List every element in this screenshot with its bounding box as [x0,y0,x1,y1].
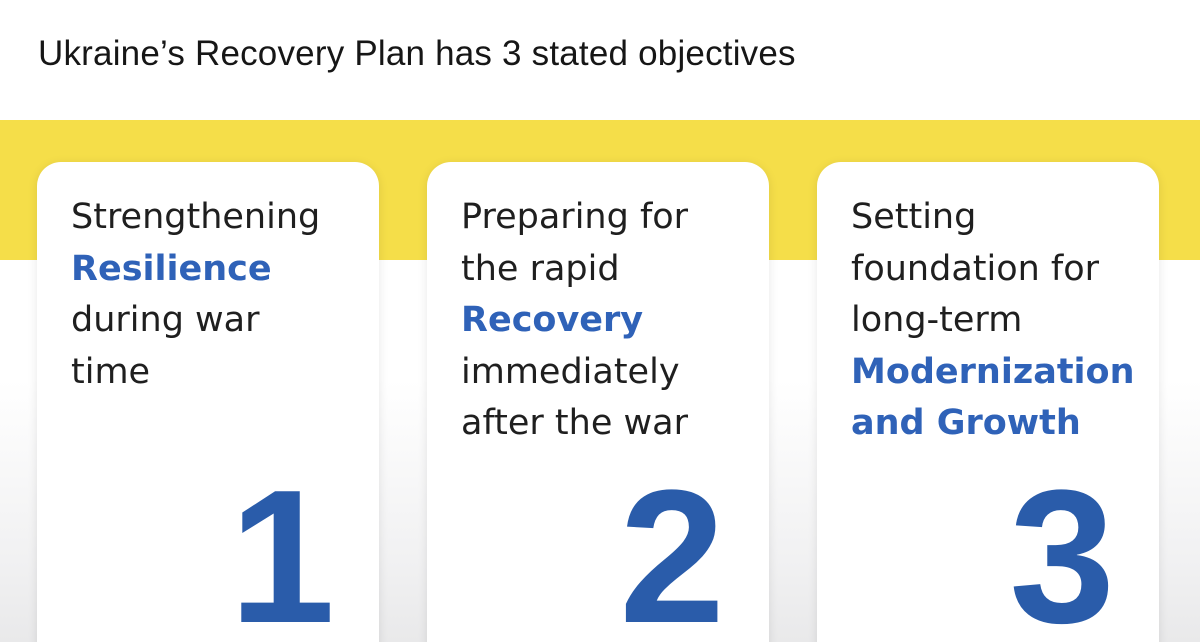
objective-2-line-1: Preparing for [461,197,689,237]
objective-1-line-1: Strengthening [71,197,321,237]
objective-3-line-5: and Growth [851,403,1081,443]
objective-2-line-5: after the war [461,403,688,443]
objective-2-text: Preparing for the rapid Recovery immedia… [461,192,759,450]
objective-3-number: 3 [1009,451,1115,642]
objective-2-number: 2 [619,451,725,642]
objective-2-line-3: Recovery [461,300,644,340]
objective-3-line-3: long-term [851,300,1023,340]
objective-3-text: Setting foundation for long-term Moderni… [851,192,1149,450]
objective-card-2: Preparing for the rapid Recovery immedia… [427,162,769,642]
objective-1-line-4: time [71,351,151,392]
objective-3-line-4: Modernization [851,351,1135,392]
objective-3-line-1: Setting [851,197,977,237]
objective-2-line-4: immediately [461,351,680,392]
objective-1-number: 1 [229,451,335,642]
objective-1-line-3: during war [71,300,260,340]
slide-title: Ukraine’s Recovery Plan has 3 stated obj… [38,34,796,73]
objective-2-line-2: the rapid [461,248,620,289]
objective-3-line-2: foundation for [851,248,1100,289]
objective-card-3: Setting foundation for long-term Moderni… [817,162,1159,642]
objective-1-text: Strengthening Resilience during war time [71,192,369,398]
objective-card-1: Strengthening Resilience during war time… [37,162,379,642]
objective-1-line-2: Resilience [71,248,272,289]
